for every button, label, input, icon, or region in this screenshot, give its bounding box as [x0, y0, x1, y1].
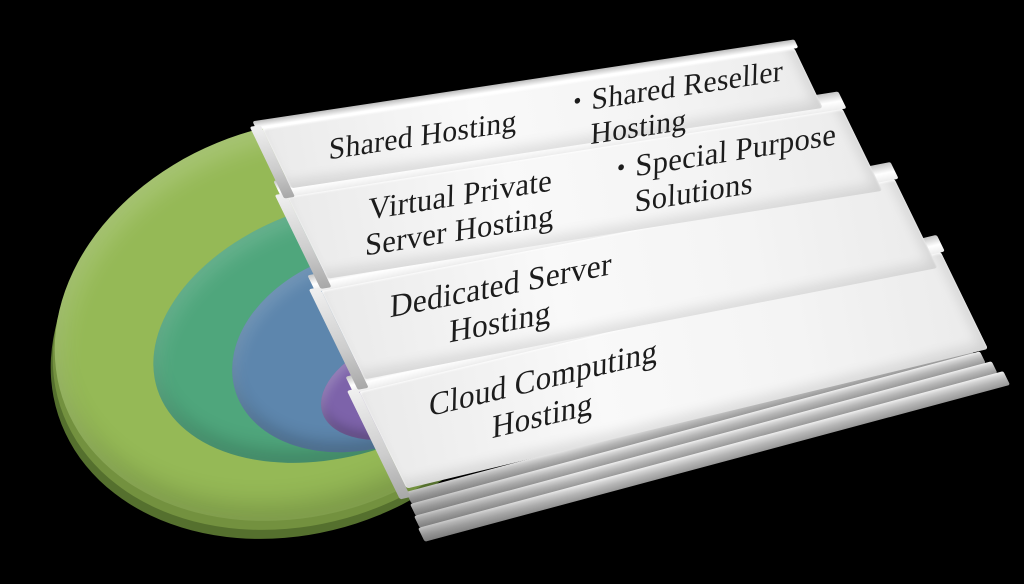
bullet-icon: •: [616, 153, 626, 183]
bullet-icon: •: [572, 87, 583, 116]
title-line: Shared Hosting: [328, 104, 518, 167]
